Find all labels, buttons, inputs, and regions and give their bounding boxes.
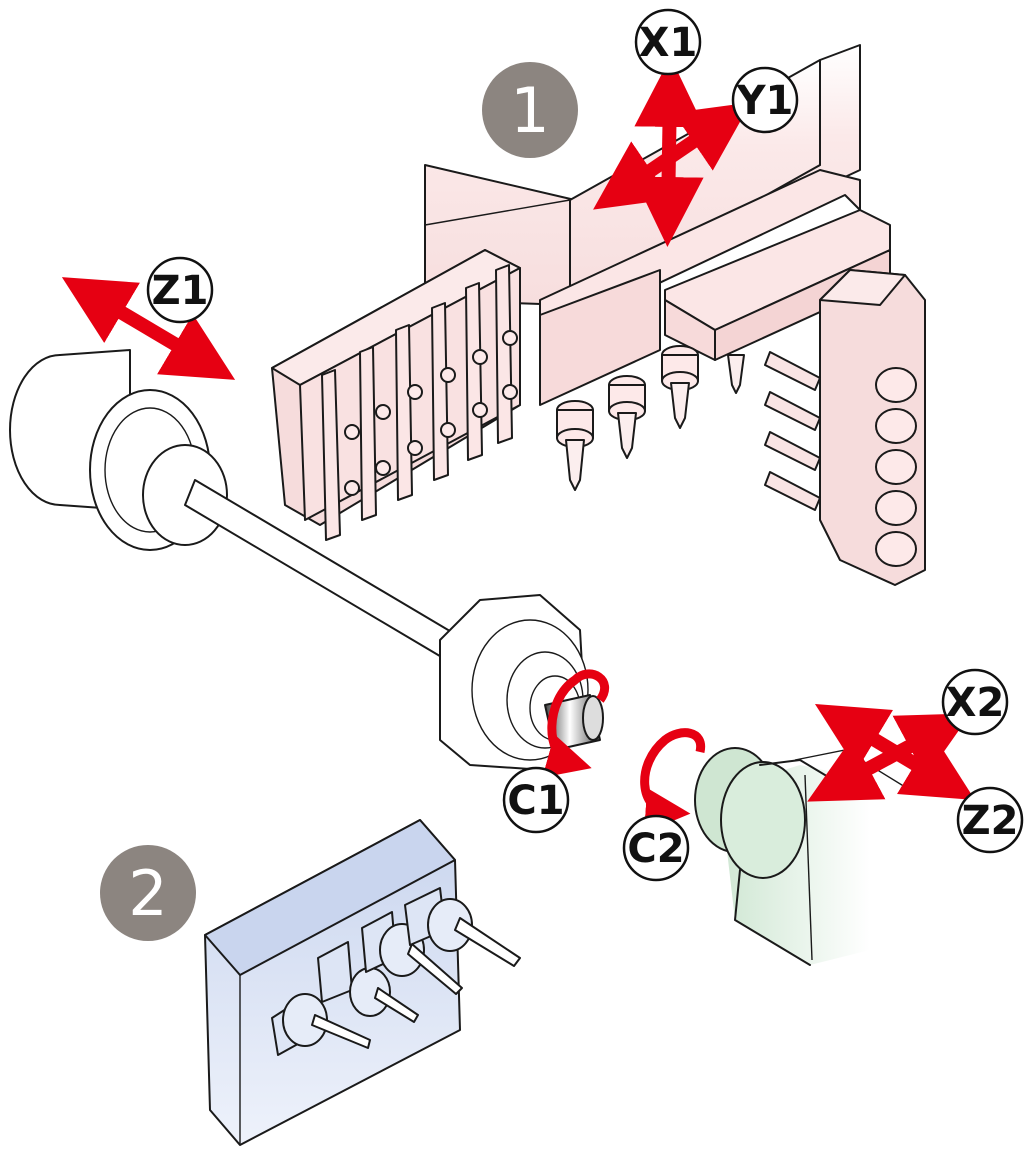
c2-rotation-arrow xyxy=(640,728,706,833)
rotation-arrow-icon xyxy=(542,669,610,778)
svg-text:X1: X1 xyxy=(639,20,698,66)
axis-label-c2: C2 xyxy=(622,814,690,882)
drill-icon xyxy=(271,887,521,1056)
axis-label-z1: Z1 xyxy=(146,256,214,324)
axis-label-c1: C1 xyxy=(502,766,570,834)
svg-text:C1: C1 xyxy=(507,778,564,824)
drill-icon xyxy=(556,345,745,491)
rotation-arrow-icon xyxy=(640,728,706,833)
turret-1-number: 1 xyxy=(510,74,549,147)
svg-text:C2: C2 xyxy=(627,826,684,872)
turret-1-badge: 1 xyxy=(482,62,578,158)
svg-text:X2: X2 xyxy=(946,680,1005,726)
axis-label-x2: X2 xyxy=(941,668,1009,736)
axis-label-x1: X1 xyxy=(634,8,702,76)
svg-text:Y1: Y1 xyxy=(736,78,794,124)
double-arrow-icon xyxy=(807,713,971,802)
spindle-1 xyxy=(9,349,604,771)
c1-rotation-arrow xyxy=(542,669,610,778)
spindle-2 xyxy=(694,747,911,966)
x2-z2-axis-arrows xyxy=(807,703,976,802)
drill-icon xyxy=(764,351,821,511)
turret-2 xyxy=(204,819,521,1146)
svg-text:Z1: Z1 xyxy=(152,268,209,314)
turret-2-badge: 2 xyxy=(100,845,196,941)
axis-label-y1: Y1 xyxy=(731,66,799,134)
tool-sockets-right xyxy=(875,367,917,567)
double-arrow-icon xyxy=(593,102,751,210)
turret-2-number: 2 xyxy=(128,857,167,930)
axis-label-z2: Z2 xyxy=(956,786,1024,854)
bolt-heads xyxy=(344,330,518,496)
svg-text:Z2: Z2 xyxy=(962,798,1019,844)
x1-y1-axis-arrows xyxy=(593,57,751,247)
z1-axis-arrow xyxy=(61,277,236,380)
turret-1 xyxy=(271,44,926,586)
